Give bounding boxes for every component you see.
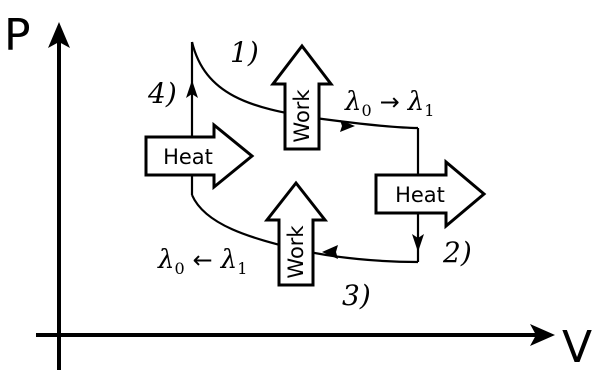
work-arrow-bottom-shape [263,180,329,287]
process-2-arrow [412,234,424,252]
step-label-1: 1) [230,36,259,69]
heat-arrow-left: Heat [144,121,255,191]
backward-lambda-right: λ [220,245,237,275]
work-arrow-top-label: Work [290,89,314,143]
heat-arrow-right-label: Heat [395,183,445,207]
backward-lambda-left: λ [157,245,174,275]
process-3-arrow [322,245,338,259]
forward-arrow-symbol: → [380,88,400,116]
backward-lambda-right-sub: 1 [237,259,247,278]
forward-lambda-left-sub: 0 [361,101,371,120]
work-arrow-bottom-label: Work [284,225,308,279]
forward-parameter-label: λ0→λ1 [344,87,434,120]
heat-arrow-right-shape [374,158,487,230]
heat-arrow-left-shape [144,121,255,191]
work-arrow-top-shape [269,43,335,151]
step-label-4: 4) [147,77,177,110]
work-arrow-top: Work [269,43,335,151]
backward-arrow-symbol: ← [193,246,213,274]
forward-lambda-right: λ [407,87,424,117]
backward-lambda-left-sub: 0 [174,259,184,278]
forward-lambda-right-sub: 1 [424,101,434,120]
step-label-3: 3) [342,279,371,312]
x-axis-label: V [562,322,592,373]
y-axis-arrowhead [48,22,70,48]
step-label-2: 2) [442,236,472,269]
process-1-arrow [340,120,355,132]
backward-parameter-label: λ0←λ1 [157,245,247,278]
x-axis-arrowhead [530,324,555,346]
forward-lambda-left: λ [344,87,361,117]
heat-arrow-right: Heat [374,158,487,230]
y-axis-label: P [4,10,31,61]
work-arrow-bottom: Work [263,180,329,287]
process-4-arrow [186,80,198,98]
heat-arrow-left-label: Heat [163,145,213,169]
